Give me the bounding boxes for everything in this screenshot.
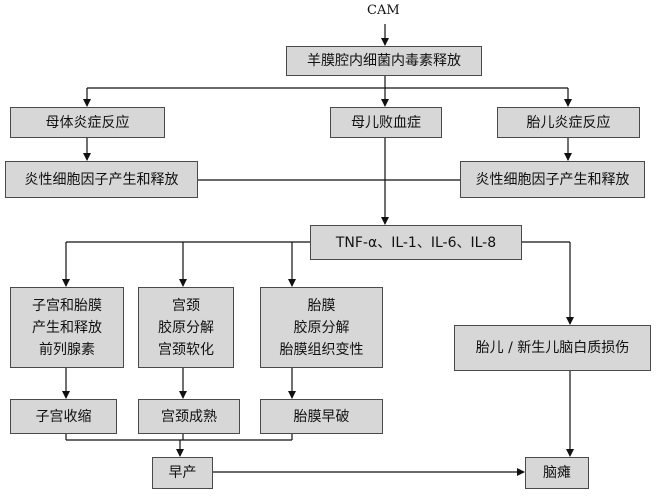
cytokine-list-label: TNF-α、IL-1、IL-6、IL-8 bbox=[335, 234, 497, 251]
amniotic-toxin-box: 羊膜腔内细菌内毒素释放 bbox=[286, 46, 482, 76]
maternal-fetal-sepsis-box: 母儿败血症 bbox=[330, 107, 442, 138]
preterm-birth-label: 早产 bbox=[168, 465, 197, 481]
cerebral-palsy-box: 脑瘫 bbox=[525, 457, 589, 489]
maternal-fetal-sepsis-label: 母儿败血症 bbox=[351, 114, 421, 131]
cytokines-left-box: 炎性细胞因子产生和释放 bbox=[5, 161, 198, 198]
membrane-line-3: 胎膜组织变性 bbox=[279, 341, 364, 358]
membrane-line-2: 胶原分解 bbox=[293, 319, 350, 336]
preterm-birth-box: 早产 bbox=[152, 457, 213, 489]
uterus-line-1: 子宫和胎膜 bbox=[32, 297, 102, 314]
uterus-line-2: 产生和释放 bbox=[32, 319, 102, 336]
maternal-inflammation-label: 母体炎症反应 bbox=[45, 114, 130, 131]
brain-injury-label: 胎儿 / 新生儿脑白质损伤 bbox=[475, 340, 630, 356]
cervix-line-2: 胶原分解 bbox=[158, 319, 214, 336]
cervical-ripening-label: 宫颈成熟 bbox=[161, 408, 217, 425]
premature-rupture-label: 胎膜早破 bbox=[293, 408, 350, 425]
cam-label: CAM bbox=[367, 3, 400, 18]
cervix-box: 宫颈 胶原分解 宫颈软化 bbox=[138, 287, 234, 368]
brain-injury-box: 胎儿 / 新生儿脑白质损伤 bbox=[454, 325, 651, 371]
premature-rupture-box: 胎膜早破 bbox=[260, 399, 383, 434]
uterus-membrane-box: 子宫和胎膜 产生和释放 前列腺素 bbox=[10, 287, 124, 368]
cytokines-right-box: 炎性细胞因子产生和释放 bbox=[460, 161, 645, 198]
maternal-inflammation-box: 母体炎症反应 bbox=[10, 107, 165, 138]
cervical-ripening-box: 宫颈成熟 bbox=[138, 399, 240, 434]
cerebral-palsy-label: 脑瘫 bbox=[543, 465, 571, 481]
fetal-membrane-box: 胎膜 胶原分解 胎膜组织变性 bbox=[260, 287, 383, 368]
uterine-contraction-label: 子宫收缩 bbox=[35, 408, 92, 425]
membrane-line-1: 胎膜 bbox=[307, 297, 336, 314]
cytokines-left-label: 炎性细胞因子产生和释放 bbox=[24, 171, 179, 188]
cervix-line-1: 宫颈 bbox=[172, 297, 200, 314]
cytokine-list-box: TNF-α、IL-1、IL-6、IL-8 bbox=[310, 225, 522, 260]
amniotic-toxin-label: 羊膜腔内细菌内毒素释放 bbox=[307, 53, 461, 69]
fetal-inflammation-box: 胎儿炎症反应 bbox=[497, 107, 640, 138]
cytokines-right-label: 炎性细胞因子产生和释放 bbox=[475, 171, 630, 188]
cervix-line-3: 宫颈软化 bbox=[158, 341, 214, 358]
uterine-contraction-box: 子宫收缩 bbox=[10, 399, 117, 434]
fetal-inflammation-label: 胎儿炎症反应 bbox=[526, 114, 611, 131]
uterus-line-3: 前列腺素 bbox=[39, 341, 95, 358]
